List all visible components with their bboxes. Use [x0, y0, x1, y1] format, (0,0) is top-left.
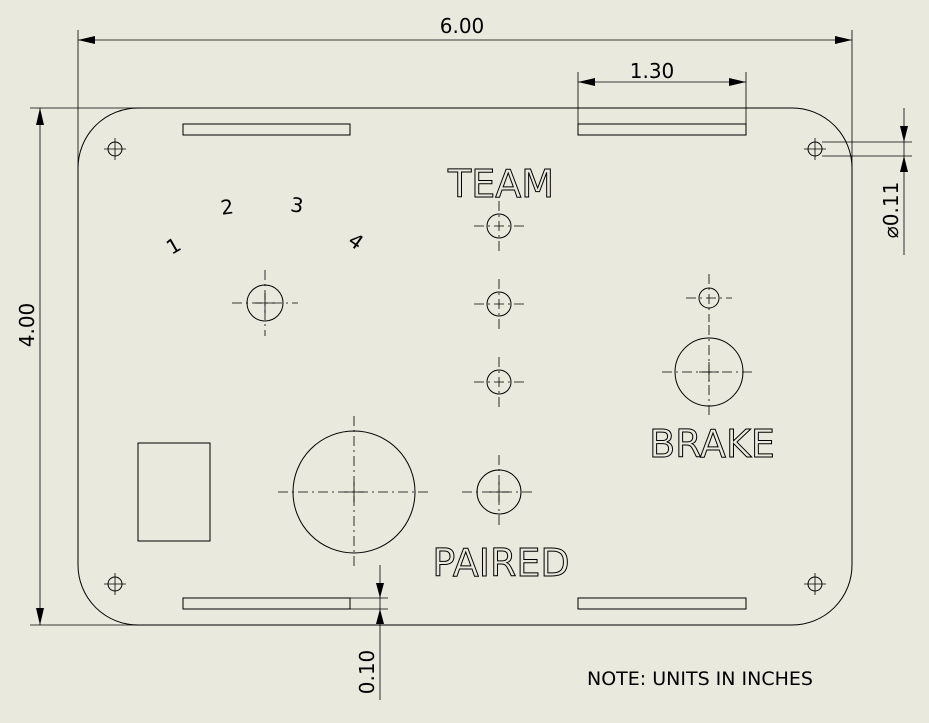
- slot-length-dimension: 1.30: [630, 59, 675, 83]
- selector-hole: [232, 270, 298, 336]
- slot-bottom-right: [577, 597, 747, 610]
- slot-bottom-left: [182, 597, 351, 610]
- hole-diameter-dimension: ⌀0.11: [879, 182, 903, 239]
- team-hole-2: [474, 279, 524, 329]
- team-hole-1: [474, 201, 524, 251]
- paired-label: PAIRED: [432, 541, 569, 585]
- width-dimension: 6.00: [440, 14, 485, 38]
- position-label-3: 3: [289, 192, 305, 218]
- paired-hole: [462, 455, 536, 529]
- slot-top-left: [182, 123, 351, 136]
- slot-top-right: [577, 123, 747, 136]
- team-hole-3: [474, 357, 524, 407]
- brake-small-hole: [686, 274, 732, 322]
- brake-large-hole: [662, 325, 756, 419]
- plate-outline: [77, 107, 853, 626]
- units-note: NOTE: UNITS IN INCHES: [587, 668, 813, 690]
- mount-hole-top-right: [804, 138, 826, 160]
- height-dimension: 4.00: [15, 303, 39, 348]
- mount-hole-bottom-left: [104, 573, 126, 595]
- team-label: TEAM: [447, 162, 554, 206]
- position-label-1: 1: [162, 232, 185, 259]
- rect-cutout: [137, 442, 211, 542]
- slot-offset-dimension: 0.10: [355, 650, 379, 695]
- position-label-2: 2: [219, 194, 235, 220]
- mount-hole-bottom-right: [804, 573, 826, 595]
- mount-hole-top-left: [104, 138, 126, 160]
- brake-label: BRAKE: [649, 422, 775, 466]
- large-hole: [278, 416, 430, 568]
- position-label-4: 4: [344, 228, 368, 255]
